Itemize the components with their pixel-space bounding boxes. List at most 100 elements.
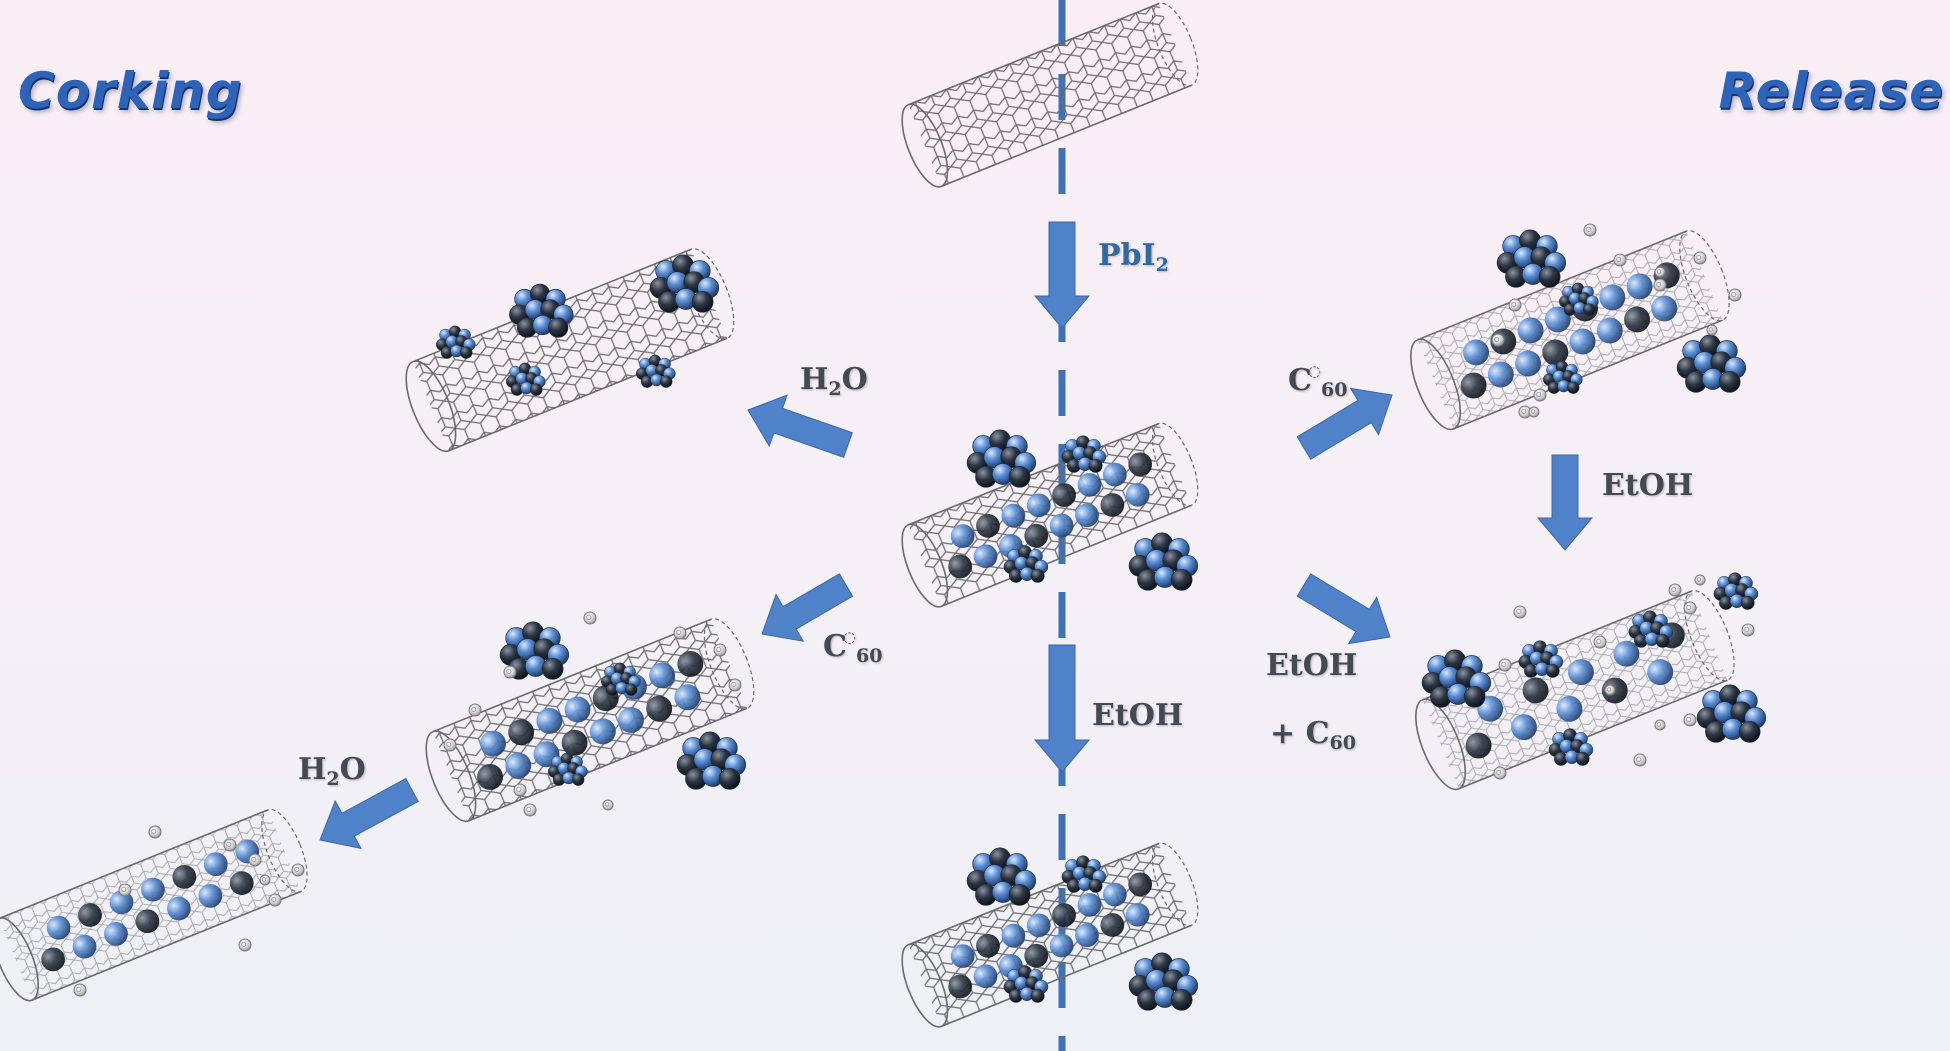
pbi2-inner-atom bbox=[564, 696, 591, 723]
pbi2-inner-atom bbox=[649, 662, 676, 689]
plus-c60-label: + C60 bbox=[1270, 716, 1356, 754]
pbi2-cluster bbox=[1128, 532, 1199, 591]
pbi2-inner-atom bbox=[78, 903, 102, 927]
pbi2-cluster bbox=[435, 325, 476, 359]
pbi2-inner-atom bbox=[950, 524, 975, 548]
arrow-shape bbox=[1296, 573, 1391, 645]
c60-right-label: C◌60 bbox=[1288, 362, 1348, 401]
pbi2-cluster bbox=[1421, 649, 1492, 708]
pbi2-inner-atom bbox=[109, 890, 134, 915]
pbi2-inner-atom bbox=[973, 964, 998, 989]
pbi2-cluster bbox=[1128, 952, 1199, 1011]
pbi2-inner-atom bbox=[1077, 472, 1102, 497]
c60-left-label: C◌60 bbox=[823, 628, 883, 667]
fullerene-shell bbox=[673, 626, 687, 640]
pbi2-atom bbox=[1738, 720, 1761, 743]
pbi2-inner-atom bbox=[1626, 273, 1653, 300]
pbi2-inner-atom bbox=[646, 695, 673, 722]
pbi2-atom bbox=[541, 657, 564, 680]
c60-fullerene bbox=[1493, 766, 1507, 780]
pbi2-atom bbox=[1030, 568, 1045, 583]
nanotube-open-end bbox=[901, 103, 949, 188]
fullerene-shell bbox=[1508, 298, 1522, 312]
pbi2-atom bbox=[625, 683, 638, 696]
pbi2-inner-atom bbox=[41, 947, 65, 972]
fullerene-shell bbox=[1706, 324, 1718, 336]
pbi2-atom bbox=[1655, 633, 1670, 648]
fullerene-facet bbox=[1616, 256, 1622, 262]
pbi2-atom bbox=[1170, 568, 1193, 591]
pbi2-inner-atom bbox=[1026, 913, 1051, 938]
pbi2-atom bbox=[1567, 381, 1580, 394]
arrow-shape bbox=[1033, 221, 1091, 329]
fullerene-facet bbox=[241, 941, 247, 947]
c60-fullerene bbox=[1654, 266, 1666, 278]
pbi2-inner-atom bbox=[1075, 503, 1099, 528]
fullerene-facet bbox=[506, 668, 512, 674]
h2o-lower-label: H2O bbox=[298, 752, 366, 790]
fullerene-shell bbox=[1654, 719, 1666, 731]
fullerene-facet bbox=[1501, 661, 1507, 667]
pbi2-inner-atom bbox=[589, 718, 616, 745]
fullerene-facet bbox=[516, 786, 522, 792]
pbi2-inner-atom bbox=[976, 513, 1000, 538]
pbi2-inner-atom bbox=[141, 877, 165, 902]
c60-fullerene bbox=[73, 983, 87, 997]
nanotube-edge bbox=[468, 707, 748, 822]
pbi2-cluster bbox=[635, 354, 676, 388]
pbi2-inner-atom bbox=[1599, 284, 1626, 311]
fullerene-facet bbox=[1536, 391, 1542, 397]
pbi2-inner-atom bbox=[1460, 372, 1487, 399]
fullerene-facet bbox=[261, 877, 267, 882]
pbi2-inner-atom bbox=[1049, 513, 1074, 538]
carbon-nanotube bbox=[901, 422, 1199, 608]
pbi2-inner-atom bbox=[172, 865, 197, 889]
pbi2-atom bbox=[1583, 303, 1596, 316]
pbi2-inner-atom bbox=[561, 729, 588, 756]
etoh-c60-label: EtOH bbox=[1266, 648, 1358, 683]
fullerene-shell bbox=[583, 611, 597, 625]
fullerene-shell bbox=[513, 783, 527, 797]
pbi2-inner-atom bbox=[1102, 462, 1127, 487]
fullerene-shell bbox=[1528, 406, 1540, 418]
nanotube-wall bbox=[1417, 231, 1723, 429]
pbi2-inner-atom bbox=[1613, 640, 1640, 667]
pbi2-inner-atom bbox=[480, 730, 506, 757]
c60-fullerene bbox=[673, 626, 687, 640]
pbi2-inner-atom bbox=[1001, 503, 1026, 528]
pbi2-cluster bbox=[1496, 229, 1567, 288]
pbi2-inner-atom bbox=[1542, 339, 1569, 366]
fullerene-shell bbox=[73, 983, 87, 997]
c60-fullerene bbox=[1728, 288, 1742, 302]
pbi2-cluster bbox=[966, 847, 1037, 906]
fullerene-shell bbox=[713, 643, 727, 657]
pbi2-inner-atom bbox=[1487, 361, 1514, 388]
fullerene-facet bbox=[1516, 608, 1522, 614]
release-title: Release bbox=[1718, 62, 1944, 120]
pbi2-inner-atom bbox=[1567, 659, 1594, 686]
fullerene-facet bbox=[526, 806, 532, 812]
fullerene-facet bbox=[1686, 716, 1692, 722]
fullerene-shell bbox=[1683, 713, 1697, 727]
pbi2-cluster bbox=[1676, 334, 1747, 393]
c60-fullerene bbox=[1668, 583, 1682, 597]
carbon-nanotube bbox=[0, 808, 308, 1002]
pbi2-cluster bbox=[1061, 855, 1107, 893]
fullerene-facet bbox=[1731, 291, 1737, 297]
fullerene-facet bbox=[1656, 722, 1662, 727]
pbi2-inner-atom bbox=[508, 719, 535, 746]
fullerene-shell bbox=[503, 665, 517, 679]
pbi2-cluster bbox=[499, 621, 570, 680]
fullerene-shell bbox=[248, 853, 262, 867]
c60-fullerene bbox=[1633, 753, 1647, 767]
fullerene-shell bbox=[148, 825, 162, 839]
pbi2-inner-atom bbox=[1465, 732, 1492, 759]
fullerene-facet bbox=[586, 614, 592, 620]
pbi2-inner-atom bbox=[104, 922, 128, 946]
fullerene-shell bbox=[1694, 574, 1706, 586]
c60-fullerene bbox=[1528, 406, 1540, 418]
arrow-shape bbox=[1296, 387, 1393, 460]
c60-fullerene bbox=[291, 863, 305, 877]
pbi2-atom bbox=[548, 317, 569, 338]
